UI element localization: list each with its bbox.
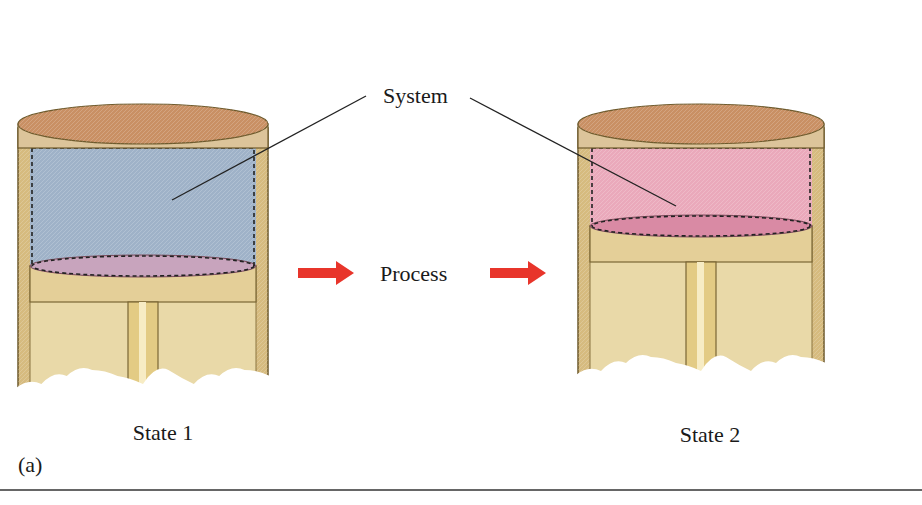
gas-texture (590, 146, 812, 226)
leader-line (172, 96, 366, 200)
process-arrow (298, 261, 354, 285)
piston-face (590, 215, 812, 237)
system-boundary (592, 148, 810, 226)
system-boundary (592, 216, 810, 236)
system-boundary (32, 256, 254, 276)
piston-face (30, 255, 256, 277)
head-texture (578, 104, 824, 144)
torn-edge (16, 368, 270, 410)
process-label: Process (380, 262, 447, 286)
cylinder-head-top (578, 104, 824, 144)
figure-label: (a) (18, 453, 42, 477)
gas-texture (30, 146, 256, 266)
system-label: System (383, 84, 448, 108)
head-texture (18, 104, 268, 144)
cylinder-head-top (18, 104, 268, 144)
divider-line (0, 489, 922, 491)
process-arrow (490, 261, 546, 285)
state-label: State 2 (680, 423, 741, 447)
cylinder-wall (18, 128, 268, 408)
system-boundary (32, 148, 254, 266)
leader-line (470, 98, 676, 206)
state-label: State 1 (133, 421, 194, 445)
gas-region (590, 146, 812, 226)
gas-region (30, 146, 256, 266)
wall-texture (18, 128, 268, 408)
torn-edge (576, 355, 826, 410)
